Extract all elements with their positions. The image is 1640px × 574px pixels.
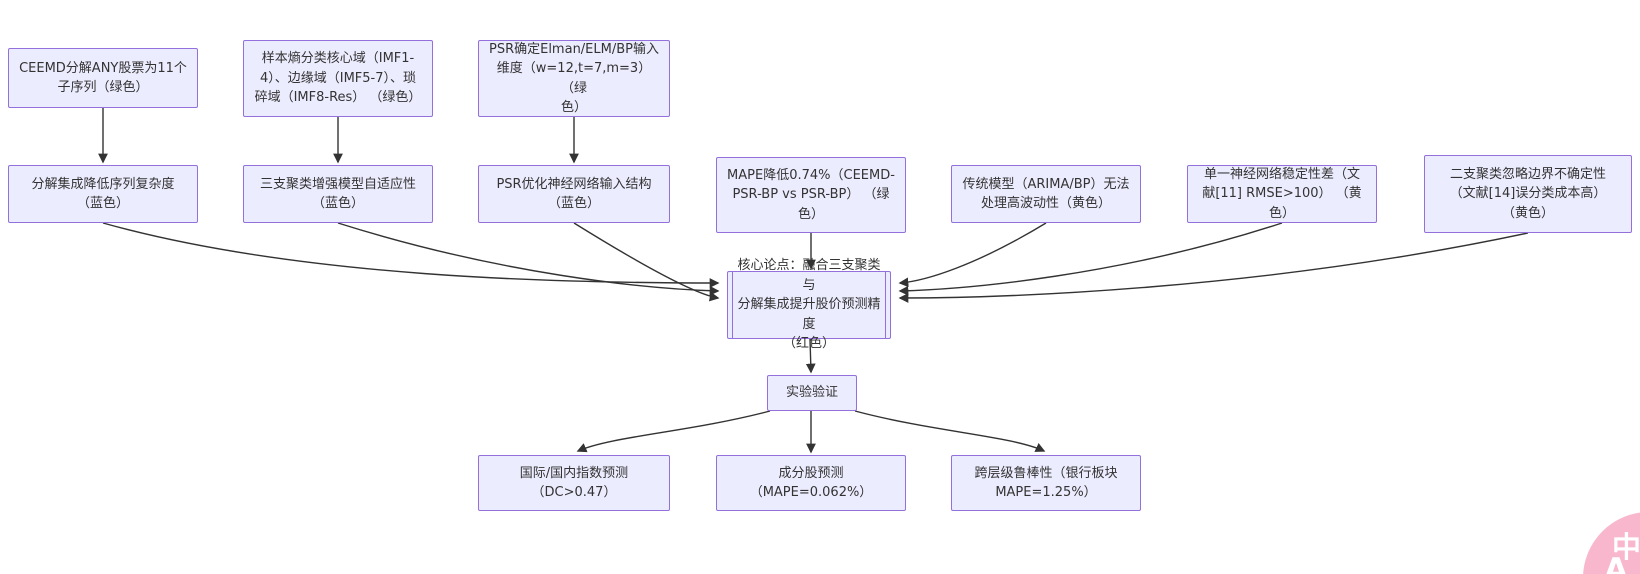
edge-singlenn-to-thesis xyxy=(898,222,1283,296)
node-label: 实验验证 xyxy=(785,385,838,401)
node-label: 传统模型（ARIMA/BP）无法 处理高波动性（黄色） xyxy=(962,176,1130,212)
node-traditional-model-limit: 传统模型（ARIMA/BP）无法 处理高波动性（黄色） xyxy=(951,165,1141,223)
node-index-prediction: 国际/国内指数预测 （DC>0.47） xyxy=(478,455,670,511)
node-label: PSR确定Elman/ELM/BP输入 维度（w=12,t=7,m=3） （绿 … xyxy=(488,41,659,116)
node-cross-level-robustness: 跨层级鲁棒性（银行板块 MAPE=1.25%） xyxy=(951,455,1141,511)
translate-badge-cn-glyph: 中 xyxy=(1612,530,1640,564)
node-label: CEEMD分解ANY股票为11个 子序列（绿色） xyxy=(19,60,187,96)
node-decomposition-complexity: 分解集成降低序列复杂度 （蓝色） xyxy=(8,165,198,223)
node-mape-reduction: MAPE降低0.74%（CEEMD- PSR-BP vs PSR-BP） （绿 … xyxy=(716,157,906,233)
edge-experiment-to-index xyxy=(576,410,771,453)
node-label: 跨层级鲁棒性（银行板块 MAPE=1.25%） xyxy=(974,465,1118,501)
node-label: 单一神经网络稳定性差（文 献[11] RMSE>100） （黄色） xyxy=(1202,166,1362,221)
node-label: 核心论点：融合三支聚类与 分解集成提升股价预测精度 （红色） xyxy=(737,258,881,352)
edge-traditional-to-thesis xyxy=(898,222,1047,288)
node-label: 三支聚类增强模型自适应性 （蓝色） xyxy=(259,176,416,212)
edge-experiment-to-robustness xyxy=(854,410,1046,452)
node-label: MAPE降低0.74%（CEEMD- PSR-BP vs PSR-BP） （绿 … xyxy=(727,167,895,222)
edge-adaptivity-to-thesis xyxy=(337,222,720,296)
node-label: 成分股预测 （MAPE=0.062%） xyxy=(749,465,873,501)
node-ceemd-decomposition: CEEMD分解ANY股票为11个 子序列（绿色） xyxy=(8,48,198,108)
node-label: 国际/国内指数预测 （DC>0.47） xyxy=(519,465,629,501)
node-label: 样本熵分类核心域（IMF1- 4）、边缘域（IMF5-7）、琐 碎域（IMF8-… xyxy=(254,51,422,106)
node-three-way-adaptivity: 三支聚类增强模型自适应性 （蓝色） xyxy=(243,165,433,223)
node-single-nn-instability: 单一神经网络稳定性差（文 献[11] RMSE>100） （黄色） xyxy=(1187,165,1377,223)
node-two-way-clustering-limit: 二支聚类忽略边界不确定性 （文献[14]误分类成本高） （黄色） xyxy=(1424,155,1632,233)
edge-structure-to-thesis xyxy=(573,222,720,302)
node-label: 分解集成降低序列复杂度 （蓝色） xyxy=(31,176,175,212)
node-constituent-prediction: 成分股预测 （MAPE=0.062%） xyxy=(716,455,906,511)
node-experiment-validation: 实验验证 xyxy=(767,375,857,411)
translate-badge[interactable]: 中 A xyxy=(1583,512,1640,574)
node-label: 二支聚类忽略边界不确定性 （文献[14]误分类成本高） （黄色） xyxy=(1449,166,1607,221)
edge-twoway-to-thesis xyxy=(898,232,1529,303)
translate-badge-latin-glyph: A xyxy=(1604,552,1628,574)
node-sample-entropy-domains: 样本熵分类核心域（IMF1- 4）、边缘域（IMF5-7）、琐 碎域（IMF8-… xyxy=(243,40,433,117)
node-label: PSR优化神经网络输入结构 （蓝色） xyxy=(496,176,652,212)
node-core-thesis: 核心论点：融合三支聚类与 分解集成提升股价预测精度 （红色） xyxy=(727,258,891,351)
node-psr-input-structure: PSR优化神经网络输入结构 （蓝色） xyxy=(478,165,670,223)
node-psr-input-dimension: PSR确定Elman/ELM/BP输入 维度（w=12,t=7,m=3） （绿 … xyxy=(478,40,670,117)
edge-complexity-to-thesis xyxy=(102,222,720,288)
